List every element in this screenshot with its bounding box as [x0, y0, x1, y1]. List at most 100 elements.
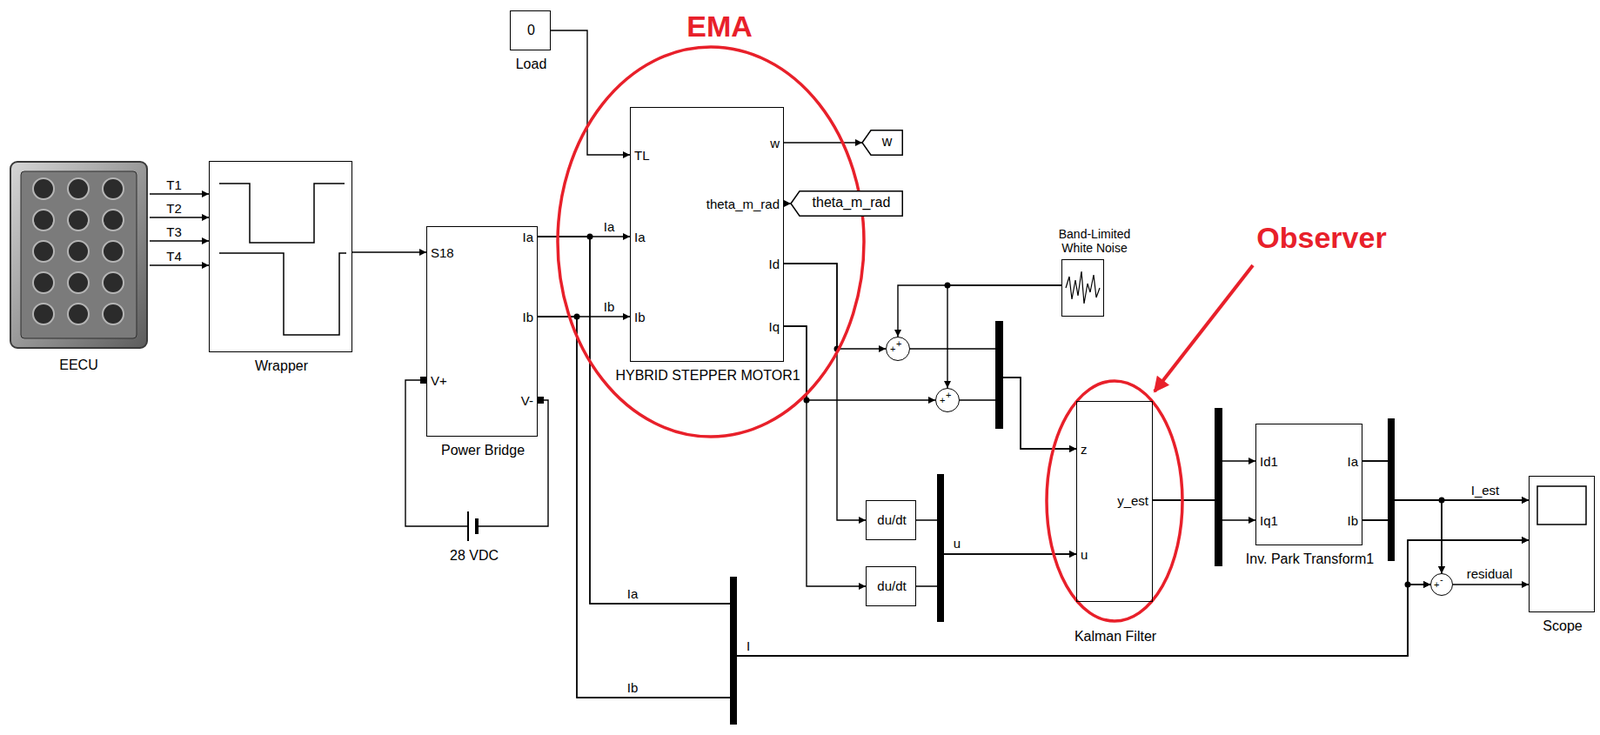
battery-plate	[467, 511, 469, 542]
port-label: Ia	[1346, 454, 1359, 469]
physical-port	[420, 376, 427, 384]
port-label: Iq1	[1259, 513, 1279, 529]
eecu-unit: EECU	[7, 158, 150, 353]
power-bridge-block: S18IaIbV+V-Power Bridge	[426, 226, 538, 437]
wrapper-block: Wrapper	[208, 160, 353, 353]
mux-bar	[1387, 418, 1395, 562]
annotation-title: EMA	[686, 9, 753, 44]
goto-tag: w	[862, 129, 904, 156]
signal-label: I_est	[1469, 482, 1502, 498]
signal-line	[947, 285, 1062, 389]
signal-label: Ib	[602, 299, 617, 315]
highlight-ellipse	[1044, 379, 1185, 623]
port-label: Iq	[768, 319, 780, 335]
signal-line	[508, 400, 549, 527]
signal-label: Ia	[625, 586, 641, 602]
port-label: Ib	[522, 309, 534, 325]
eecu-connector	[102, 209, 124, 231]
eecu-connector	[102, 241, 124, 262]
signal-line	[537, 236, 1529, 657]
stepper-motor-block: TLIaIbwtheta_m_radIdIqHYBRID STEPPER MOT…	[629, 107, 784, 362]
port-label: theta_m_rad	[812, 194, 891, 211]
junction-dot	[944, 282, 951, 289]
signal-label: T4	[164, 248, 184, 264]
signal-line	[783, 263, 886, 349]
port-label: theta_m_rad	[706, 196, 780, 212]
junction-dot	[587, 234, 594, 241]
mux-bar	[937, 474, 944, 623]
port-label: du/dt	[876, 512, 906, 528]
signal-line	[959, 377, 1077, 449]
port-label: Id	[768, 256, 780, 272]
port-label: Ib	[1346, 513, 1359, 529]
port-label: S18	[430, 245, 455, 261]
port-label: V-	[521, 393, 534, 409]
sum-sign: +	[1433, 579, 1440, 591]
callout-arrow	[1154, 265, 1253, 392]
port-label: w	[769, 135, 780, 151]
block-label: Kalman Filter	[1074, 629, 1157, 645]
signal-line	[149, 264, 209, 266]
demux-bar	[1214, 408, 1223, 567]
block-label: Load	[515, 56, 548, 73]
block-label: Inv. Park Transform1	[1245, 551, 1374, 568]
signal-line	[897, 285, 1062, 337]
signal-label: Ia	[602, 219, 617, 235]
signal-line	[1452, 583, 1529, 585]
block-label: 28 VDC	[449, 548, 499, 564]
port-label: TL	[634, 147, 650, 163]
derivative-block: du/dt	[865, 566, 917, 607]
signal-label: I	[744, 638, 752, 654]
sum-junction: +-	[1430, 573, 1453, 596]
eecu-connector	[33, 241, 54, 262]
signal-line	[550, 30, 630, 155]
block-label: Wrapper	[254, 358, 308, 375]
signal-line	[537, 316, 1431, 698]
eecu-connector	[67, 241, 89, 262]
signal-line	[910, 348, 1077, 449]
eecu-connector	[102, 272, 124, 294]
signal-line	[149, 216, 209, 218]
physical-port	[537, 396, 544, 404]
port-label: Ib	[634, 309, 646, 325]
signal-line	[149, 193, 209, 195]
sum-sign: +	[890, 343, 896, 355]
signal-line	[1362, 461, 1529, 501]
signal-line	[783, 202, 791, 204]
block-label: Band-Limited White Noise	[1049, 227, 1141, 255]
signal-label: T2	[164, 200, 184, 216]
port-label: du/dt	[876, 578, 906, 594]
eecu-housing	[10, 161, 148, 349]
eecu-connector	[67, 209, 89, 231]
annotation-title: Observer	[1256, 220, 1386, 255]
port-label: z	[1080, 441, 1088, 457]
signal-label: Ib	[625, 680, 641, 696]
scope-screen	[1537, 486, 1587, 525]
square-wave	[219, 183, 345, 243]
eecu-connector	[33, 178, 54, 200]
signal-line	[1152, 461, 1256, 501]
goto-tag: theta_m_rad	[790, 190, 904, 217]
signal-line	[1362, 500, 1529, 521]
kalman-filter-block: zuy_estKalman Filter	[1076, 401, 1153, 603]
goto-outline	[790, 191, 903, 217]
signal-line	[405, 380, 440, 527]
inverse-park-block: Id1Iq1IaIbInv. Park Transform1	[1255, 423, 1363, 546]
sum-junction: ++	[885, 336, 911, 362]
goto-outline	[862, 130, 903, 156]
junction-dot	[1439, 497, 1446, 504]
eecu-connector	[33, 303, 54, 325]
eecu-connector	[67, 178, 89, 200]
signal-label: T3	[164, 224, 184, 240]
signal-label: u	[951, 535, 963, 551]
block-label: HYBRID STEPPER MOTOR1	[615, 368, 800, 384]
derivative-block: du/dt	[865, 500, 917, 541]
signal-label: T1	[164, 177, 184, 193]
sum-sign: +	[896, 338, 902, 350]
signal-line	[149, 240, 209, 242]
signal-line	[537, 316, 1529, 698]
